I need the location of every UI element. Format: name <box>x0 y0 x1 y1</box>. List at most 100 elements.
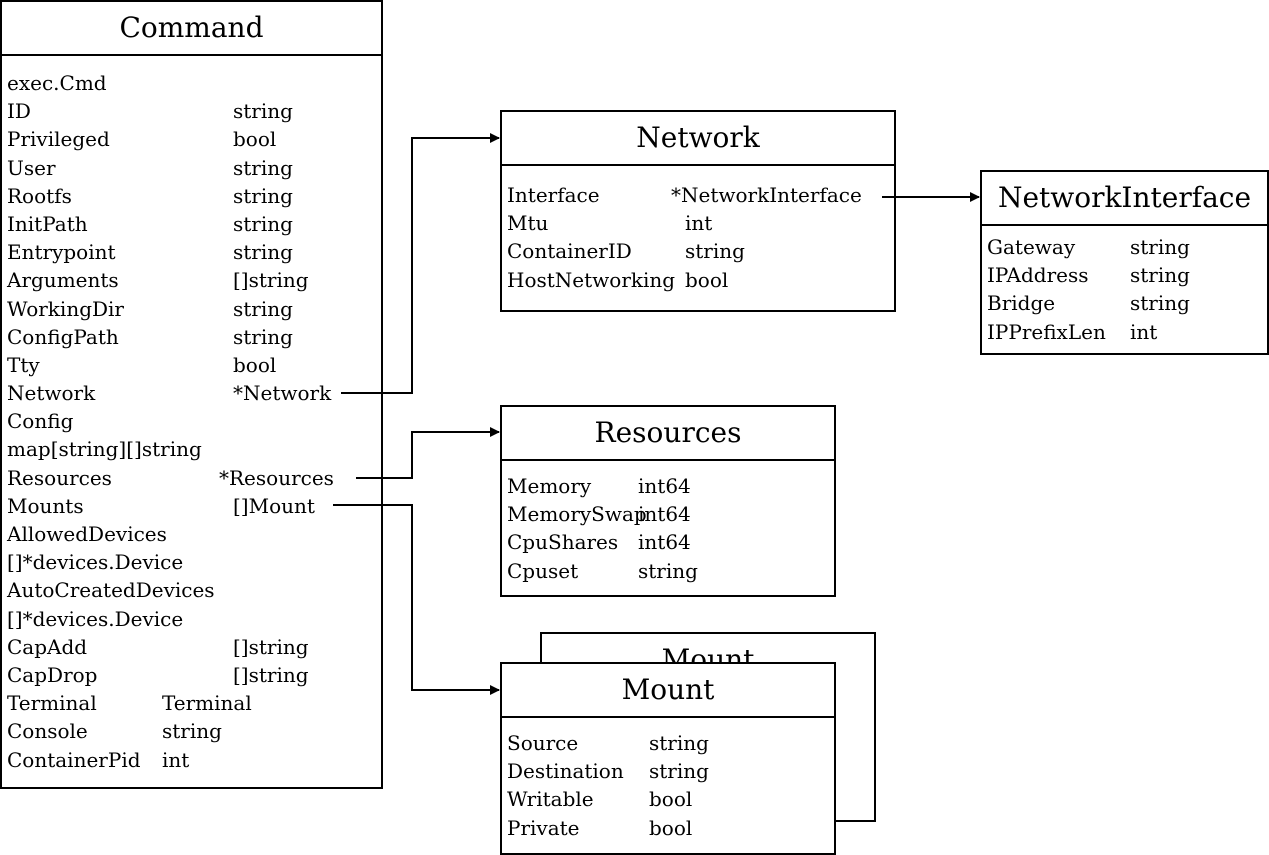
field-type: string <box>233 324 293 349</box>
class-network-title: Network <box>502 112 894 166</box>
field-row: Memory int64 <box>507 472 830 500</box>
field-name: Entrypoint <box>7 240 116 265</box>
field-name: Arguments <box>7 268 119 293</box>
field-type: string <box>1130 263 1190 288</box>
field-row: AllowedDevices <box>7 520 377 548</box>
field-row: Network*Network <box>7 379 377 407</box>
field-type: []Mount <box>233 493 315 518</box>
field-row: exec.Cmd <box>7 69 377 97</box>
field-row: Resources *Resources <box>7 464 377 492</box>
field-name: Resources <box>7 465 112 490</box>
field-name: Config <box>7 409 74 434</box>
field-name: ContainerPid <box>7 747 141 772</box>
field-row: InitPath string <box>7 210 377 238</box>
field-row: Mtu int <box>507 209 890 237</box>
field-name: Memory <box>507 474 592 498</box>
field-name: InitPath <box>7 211 88 236</box>
field-type: []string <box>233 662 309 687</box>
field-name: Destination <box>507 759 624 784</box>
field-row: Config <box>7 407 377 435</box>
field-type: string <box>233 211 293 236</box>
field-name: IPPrefixLen <box>987 319 1106 344</box>
field-name: Tty <box>7 352 40 377</box>
field-name: Private <box>507 815 580 840</box>
field-name: exec.Cmd <box>7 71 107 95</box>
field-type: bool <box>649 787 693 812</box>
field-row: Terminal Terminal <box>7 689 377 717</box>
field-row: map[string][]string <box>7 435 377 463</box>
field-type: bool <box>685 267 729 292</box>
field-type: string <box>162 719 222 744</box>
field-row: Console string <box>7 717 377 745</box>
field-row: Private bool <box>507 814 830 842</box>
field-type: bool <box>649 815 693 840</box>
field-type: int64 <box>638 474 691 498</box>
field-type: string <box>649 731 709 755</box>
field-type: int64 <box>638 502 691 527</box>
field-row: ContainerID string <box>507 237 890 265</box>
field-row: AutoCreatedDevices <box>7 576 377 604</box>
field-name: IPAddress <box>987 263 1089 288</box>
field-row: CapDrop []string <box>7 661 377 689</box>
field-type: Terminal <box>162 691 252 716</box>
class-network-fields: Interface*NetworkInterface Mtu int Contai… <box>507 181 890 294</box>
field-type: int <box>685 211 713 236</box>
field-row: Destination string <box>507 757 830 785</box>
field-type: *Resources <box>219 465 334 490</box>
field-row: Mounts[]Mount <box>7 492 377 520</box>
field-type: string <box>233 240 293 265</box>
field-row: CapAdd[]string <box>7 633 377 661</box>
field-row: Interface*NetworkInterface <box>507 181 890 209</box>
field-type: string <box>1130 235 1190 259</box>
field-name: Source <box>507 731 579 755</box>
field-name: ConfigPath <box>7 324 119 349</box>
field-row: []*devices.Device <box>7 548 377 576</box>
class-resources-title: Resources <box>502 407 834 461</box>
field-type: string <box>685 239 745 264</box>
field-name: Mtu <box>507 211 549 236</box>
field-row: ConfigPath string <box>7 323 377 351</box>
field-row: Arguments[]string <box>7 266 377 294</box>
class-network[interactable]: Network Interface*NetworkInterface Mtu in… <box>500 110 896 312</box>
field-name: Rootfs <box>7 183 72 208</box>
field-name: AutoCreatedDevices <box>7 578 215 603</box>
class-mount-title: Mount <box>502 664 834 718</box>
field-type: int <box>1130 319 1158 344</box>
field-name: MemorySwap <box>507 502 647 527</box>
field-name: WorkingDir <box>7 296 124 321</box>
class-command-title: Command <box>2 2 381 56</box>
field-name: AllowedDevices <box>7 522 167 546</box>
field-name: map[string][]string <box>7 437 202 462</box>
field-type: string <box>233 155 293 180</box>
field-row: Source string <box>507 729 830 757</box>
field-name: Privileged <box>7 127 110 152</box>
field-type: string <box>233 99 293 124</box>
field-row: []*devices.Device <box>7 605 377 633</box>
field-name: Cpuset <box>507 558 579 583</box>
field-type: *NetworkInterface <box>671 183 862 207</box>
field-name: Terminal <box>7 691 97 716</box>
field-row: IPPrefixLen int <box>987 318 1263 346</box>
field-name: CapDrop <box>7 662 98 687</box>
field-type: string <box>649 759 709 784</box>
field-name: ContainerID <box>507 239 632 264</box>
field-type: string <box>1130 291 1190 316</box>
field-name: Console <box>7 719 88 744</box>
